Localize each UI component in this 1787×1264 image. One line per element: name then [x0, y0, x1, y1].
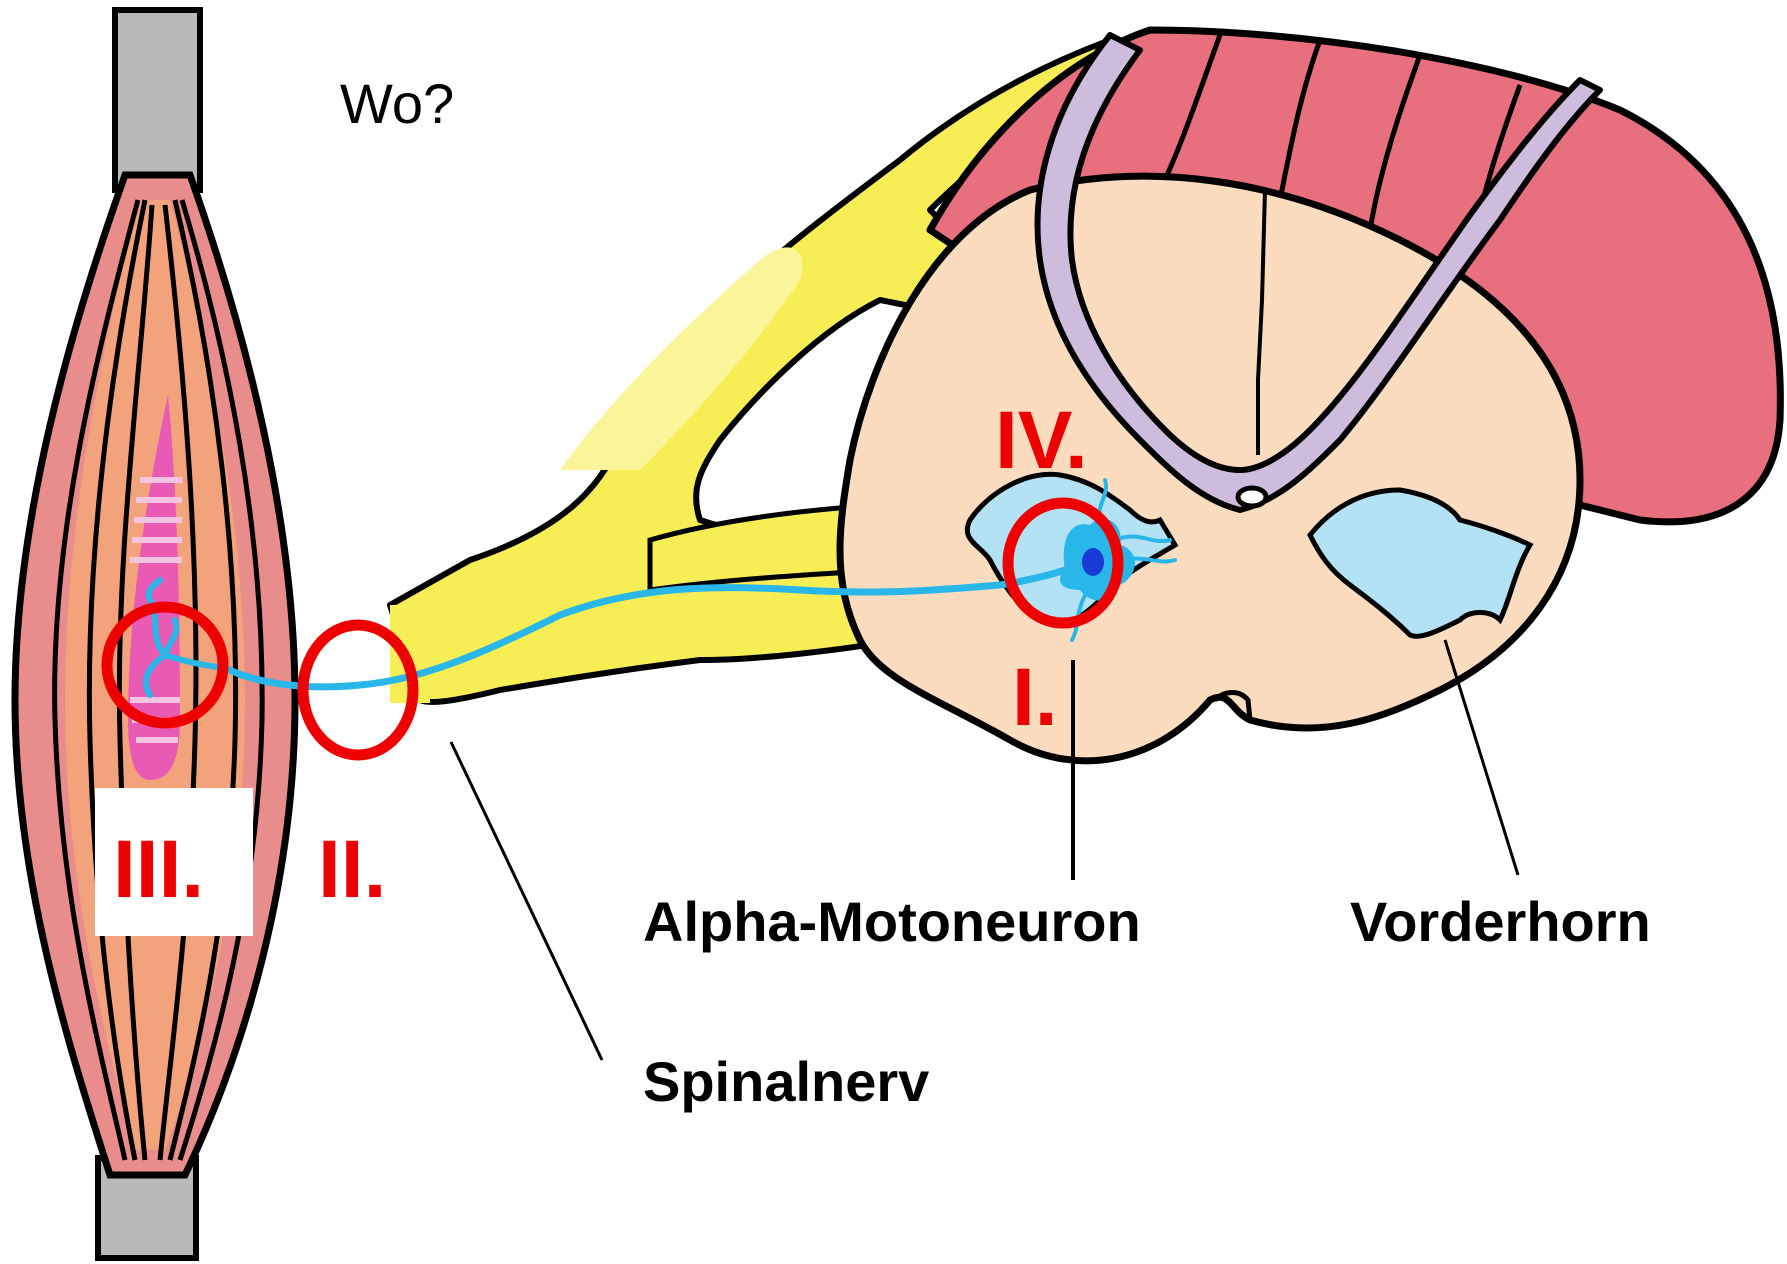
marker-label-I: I. — [1012, 652, 1058, 743]
question-label: Wo? — [340, 72, 454, 135]
muscle — [15, 10, 295, 1258]
leader-vorderhorn — [1445, 640, 1518, 875]
tendon-top — [115, 10, 200, 190]
marker-label-IV: IV. — [995, 395, 1088, 486]
label-spinalnerv: Spinalnerv — [643, 1050, 929, 1113]
leader-spinalnerv — [451, 742, 602, 1060]
central-canal — [1238, 488, 1266, 506]
label-alpha-motoneuron: Alpha-Motoneuron — [643, 890, 1141, 953]
marker-label-III: III. — [113, 824, 204, 915]
marker-label-II: II. — [318, 824, 386, 915]
motoneuron-nucleus — [1082, 548, 1104, 576]
label-vorderhorn: Vorderhorn — [1350, 890, 1651, 953]
